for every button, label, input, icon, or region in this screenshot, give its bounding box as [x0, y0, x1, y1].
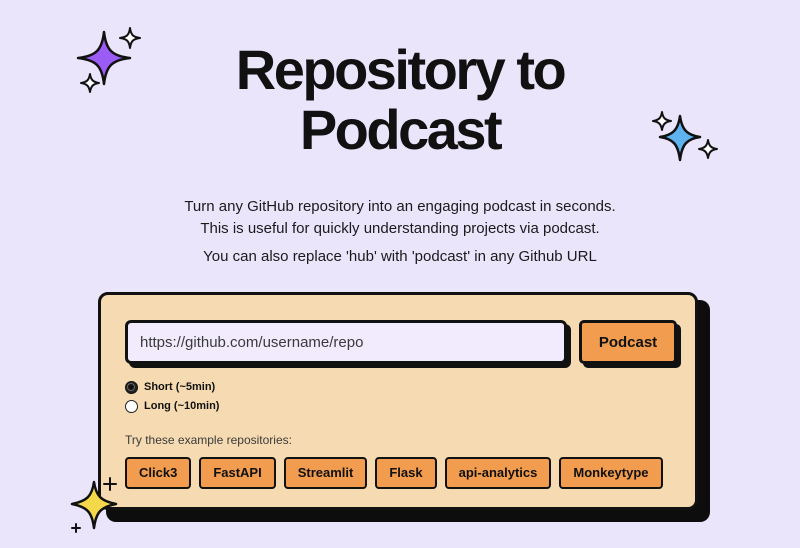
description-line-2: This is useful for quickly understanding… [200, 220, 600, 237]
repo-url-input[interactable] [125, 320, 567, 364]
purple-sparkle-icon [76, 27, 141, 93]
title-line-1: Repository to [235, 38, 567, 101]
example-repo-click3[interactable]: Click3 [125, 457, 192, 489]
radio-short[interactable] [125, 380, 138, 394]
example-repo-api-analytics[interactable]: api-analytics [444, 457, 552, 489]
examples-label: Try these example repositories: [125, 433, 292, 447]
length-option-long-label: Long (~10min) [144, 400, 220, 412]
example-repo-streamlit[interactable]: Streamlit [283, 457, 368, 489]
radio-long[interactable] [125, 399, 138, 413]
length-option-long[interactable]: Long (~10min) [125, 398, 219, 414]
blue-sparkle-icon [652, 111, 718, 162]
length-option-short[interactable]: Short (~5min) [125, 379, 215, 395]
description: Turn any GitHub repository into an engag… [0, 196, 800, 240]
title-line-2: Podcast [299, 98, 503, 161]
yellow-sparkle-icon [70, 477, 118, 533]
example-repo-fastapi[interactable]: FastAPI [199, 457, 276, 489]
example-repo-flask[interactable]: Flask [375, 457, 437, 489]
length-option-short-label: Short (~5min) [144, 381, 216, 393]
page-title: Repository to Podcast [0, 40, 800, 160]
description-line-1: Turn any GitHub repository into an engag… [184, 198, 616, 215]
url-hint: You can also replace 'hub' with 'podcast… [203, 248, 597, 265]
example-repo-monkeytype[interactable]: Monkeytype [559, 457, 663, 489]
example-repos: Click3 FastAPI Streamlit Flask api-analy… [125, 457, 663, 489]
podcast-button[interactable]: Podcast [579, 320, 677, 364]
